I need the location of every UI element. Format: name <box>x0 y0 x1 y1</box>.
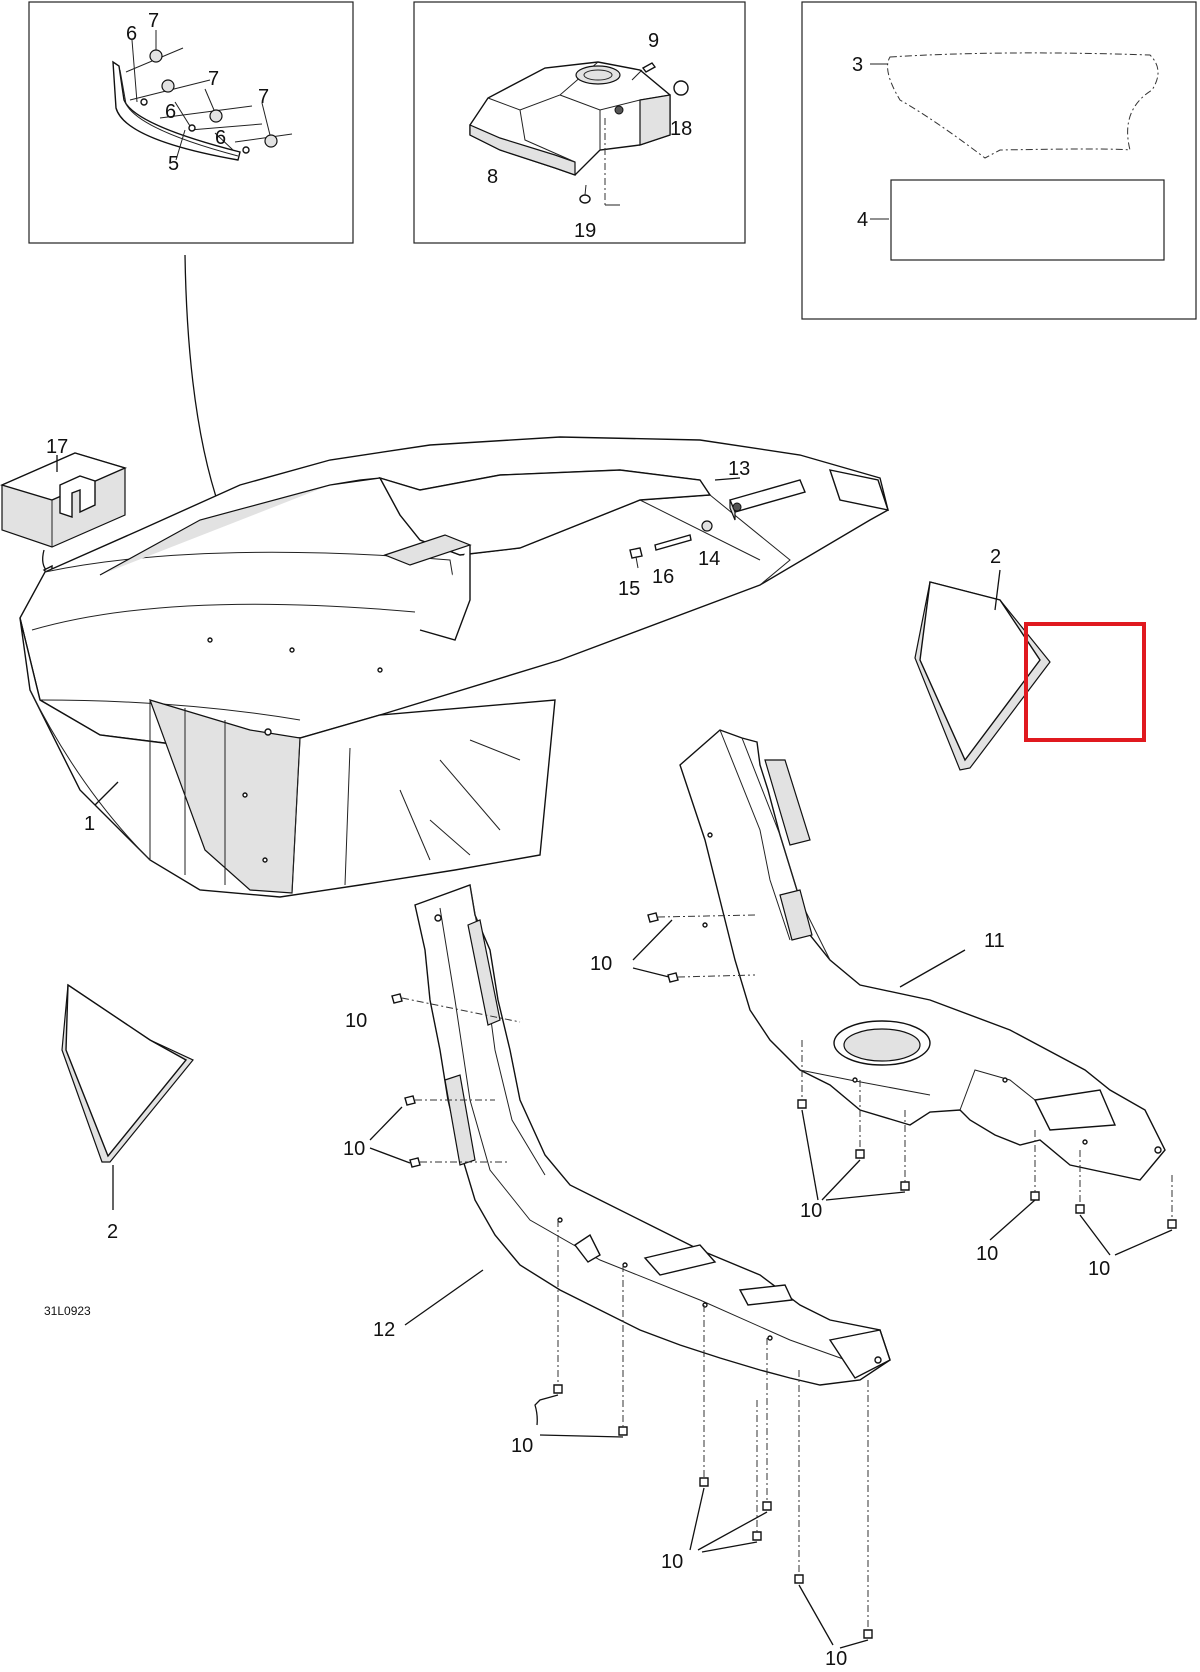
label-19: 19 <box>574 220 596 242</box>
callout-labels: 1 2 2 3 4 5 6 6 6 7 7 7 8 9 10 10 10 10 … <box>44 10 1110 1670</box>
label-10i: 10 <box>825 1648 847 1670</box>
fasteners-rail-left <box>369 993 873 1649</box>
label-10f: 10 <box>1088 1258 1110 1280</box>
label-18: 18 <box>670 118 692 140</box>
label-5: 5 <box>168 153 179 175</box>
label-6b: 6 <box>165 101 176 123</box>
label-7c: 7 <box>258 86 269 108</box>
label-10c: 10 <box>343 1138 365 1160</box>
label-10b: 10 <box>345 1010 367 1032</box>
label-1: 1 <box>84 813 95 835</box>
support-rail-left-part <box>404 884 891 1386</box>
inset-box-trim <box>28 1 354 244</box>
foam-block-part <box>0 452 128 579</box>
label-2-left: 2 <box>107 1221 118 1243</box>
label-7a: 7 <box>148 10 159 32</box>
label-6a: 6 <box>126 23 137 45</box>
fasteners-rail-right <box>632 912 1177 1256</box>
decal-parts <box>870 52 1165 261</box>
inset-box-decals <box>801 1 1197 320</box>
label-7b: 7 <box>208 68 219 90</box>
side-panel-left-part <box>61 983 194 1210</box>
label-16: 16 <box>652 566 674 588</box>
label-10d: 10 <box>800 1200 822 1222</box>
label-12: 12 <box>373 1319 395 1341</box>
hull-part <box>19 436 890 898</box>
label-11: 11 <box>984 930 1005 952</box>
trim-strip-part <box>112 30 293 161</box>
label-10e: 10 <box>976 1243 998 1265</box>
inset-box-cover <box>413 1 746 244</box>
label-10a: 10 <box>590 953 612 975</box>
label-10g: 10 <box>511 1435 533 1457</box>
label-14: 14 <box>698 548 720 570</box>
side-panel-right-part <box>914 569 1051 771</box>
highlight-box <box>1024 622 1146 742</box>
label-13: 13 <box>728 458 750 480</box>
label-2-right: 2 <box>990 546 1001 568</box>
label-10h: 10 <box>661 1551 683 1573</box>
drawing-code: 31L0923 <box>44 1304 91 1318</box>
support-rail-right-part <box>679 729 1166 1181</box>
console-cover-part <box>469 61 689 206</box>
label-17: 17 <box>46 436 68 458</box>
label-15: 15 <box>618 578 640 600</box>
label-6c: 6 <box>215 127 226 149</box>
label-9: 9 <box>648 30 659 52</box>
label-8: 8 <box>487 166 498 188</box>
label-3: 3 <box>852 54 863 76</box>
label-4: 4 <box>857 209 868 231</box>
